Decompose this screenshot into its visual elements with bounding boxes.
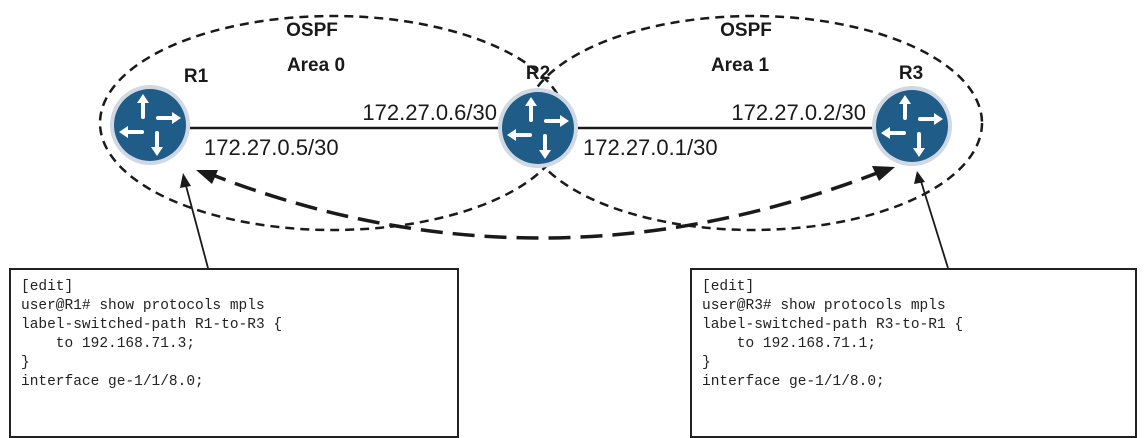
r1-config-line: label-switched-path R1-to-R3 { (21, 317, 283, 333)
r3-config-box: [edit] user@R3# show protocols mpls labe… (690, 268, 1137, 438)
r1-config-line: } (21, 355, 30, 371)
ip-r2-right: 172.27.0.1/30 (583, 135, 718, 160)
r1-config-line: [edit] (21, 279, 74, 295)
pointer-r1-config (184, 181, 209, 269)
r3-config-line: [edit] (702, 279, 755, 295)
r1-config-box: [edit] user@R1# show protocols mpls labe… (9, 268, 459, 438)
r3-config-line: label-switched-path R3-to-R1 { (702, 317, 964, 333)
pointer-r3-config (919, 177, 949, 269)
router-r1-icon (108, 83, 192, 167)
area-1-protocol: OSPF (720, 20, 772, 41)
router-r1-label: R1 (184, 66, 209, 87)
r3-config-line: to 192.168.71.1; (702, 336, 877, 352)
lsp-arrowhead-r3 (872, 166, 895, 181)
ip-r1-right: 172.27.0.5/30 (204, 135, 339, 160)
router-r3-icon (870, 84, 954, 168)
area-0-protocol: OSPF (286, 20, 338, 41)
r1-config-line: user@R1# show protocols mpls (21, 298, 265, 314)
r3-config-line: } (702, 355, 711, 371)
area-0-label: Area 0 (287, 55, 345, 76)
pointer-r1-arrowhead (180, 173, 191, 188)
router-r3-label: R3 (899, 63, 923, 84)
router-r2-icon (496, 86, 580, 170)
ip-r2-left: 172.27.0.6/30 (362, 100, 497, 125)
area-1-label: Area 1 (711, 55, 770, 76)
ip-r3-left: 172.27.0.2/30 (731, 100, 866, 125)
lsp-arrowhead-r1 (196, 170, 218, 184)
lsp-path (204, 168, 886, 240)
r1-config-line: interface ge-1/1/8.0; (21, 374, 204, 390)
r3-config-line: user@R3# show protocols mpls (702, 298, 946, 314)
r1-config-line: to 192.168.71.3; (21, 336, 196, 352)
r3-config-line: interface ge-1/1/8.0; (702, 374, 885, 390)
pointer-r3-arrowhead (914, 171, 925, 184)
router-r2-label: R2 (526, 63, 550, 84)
